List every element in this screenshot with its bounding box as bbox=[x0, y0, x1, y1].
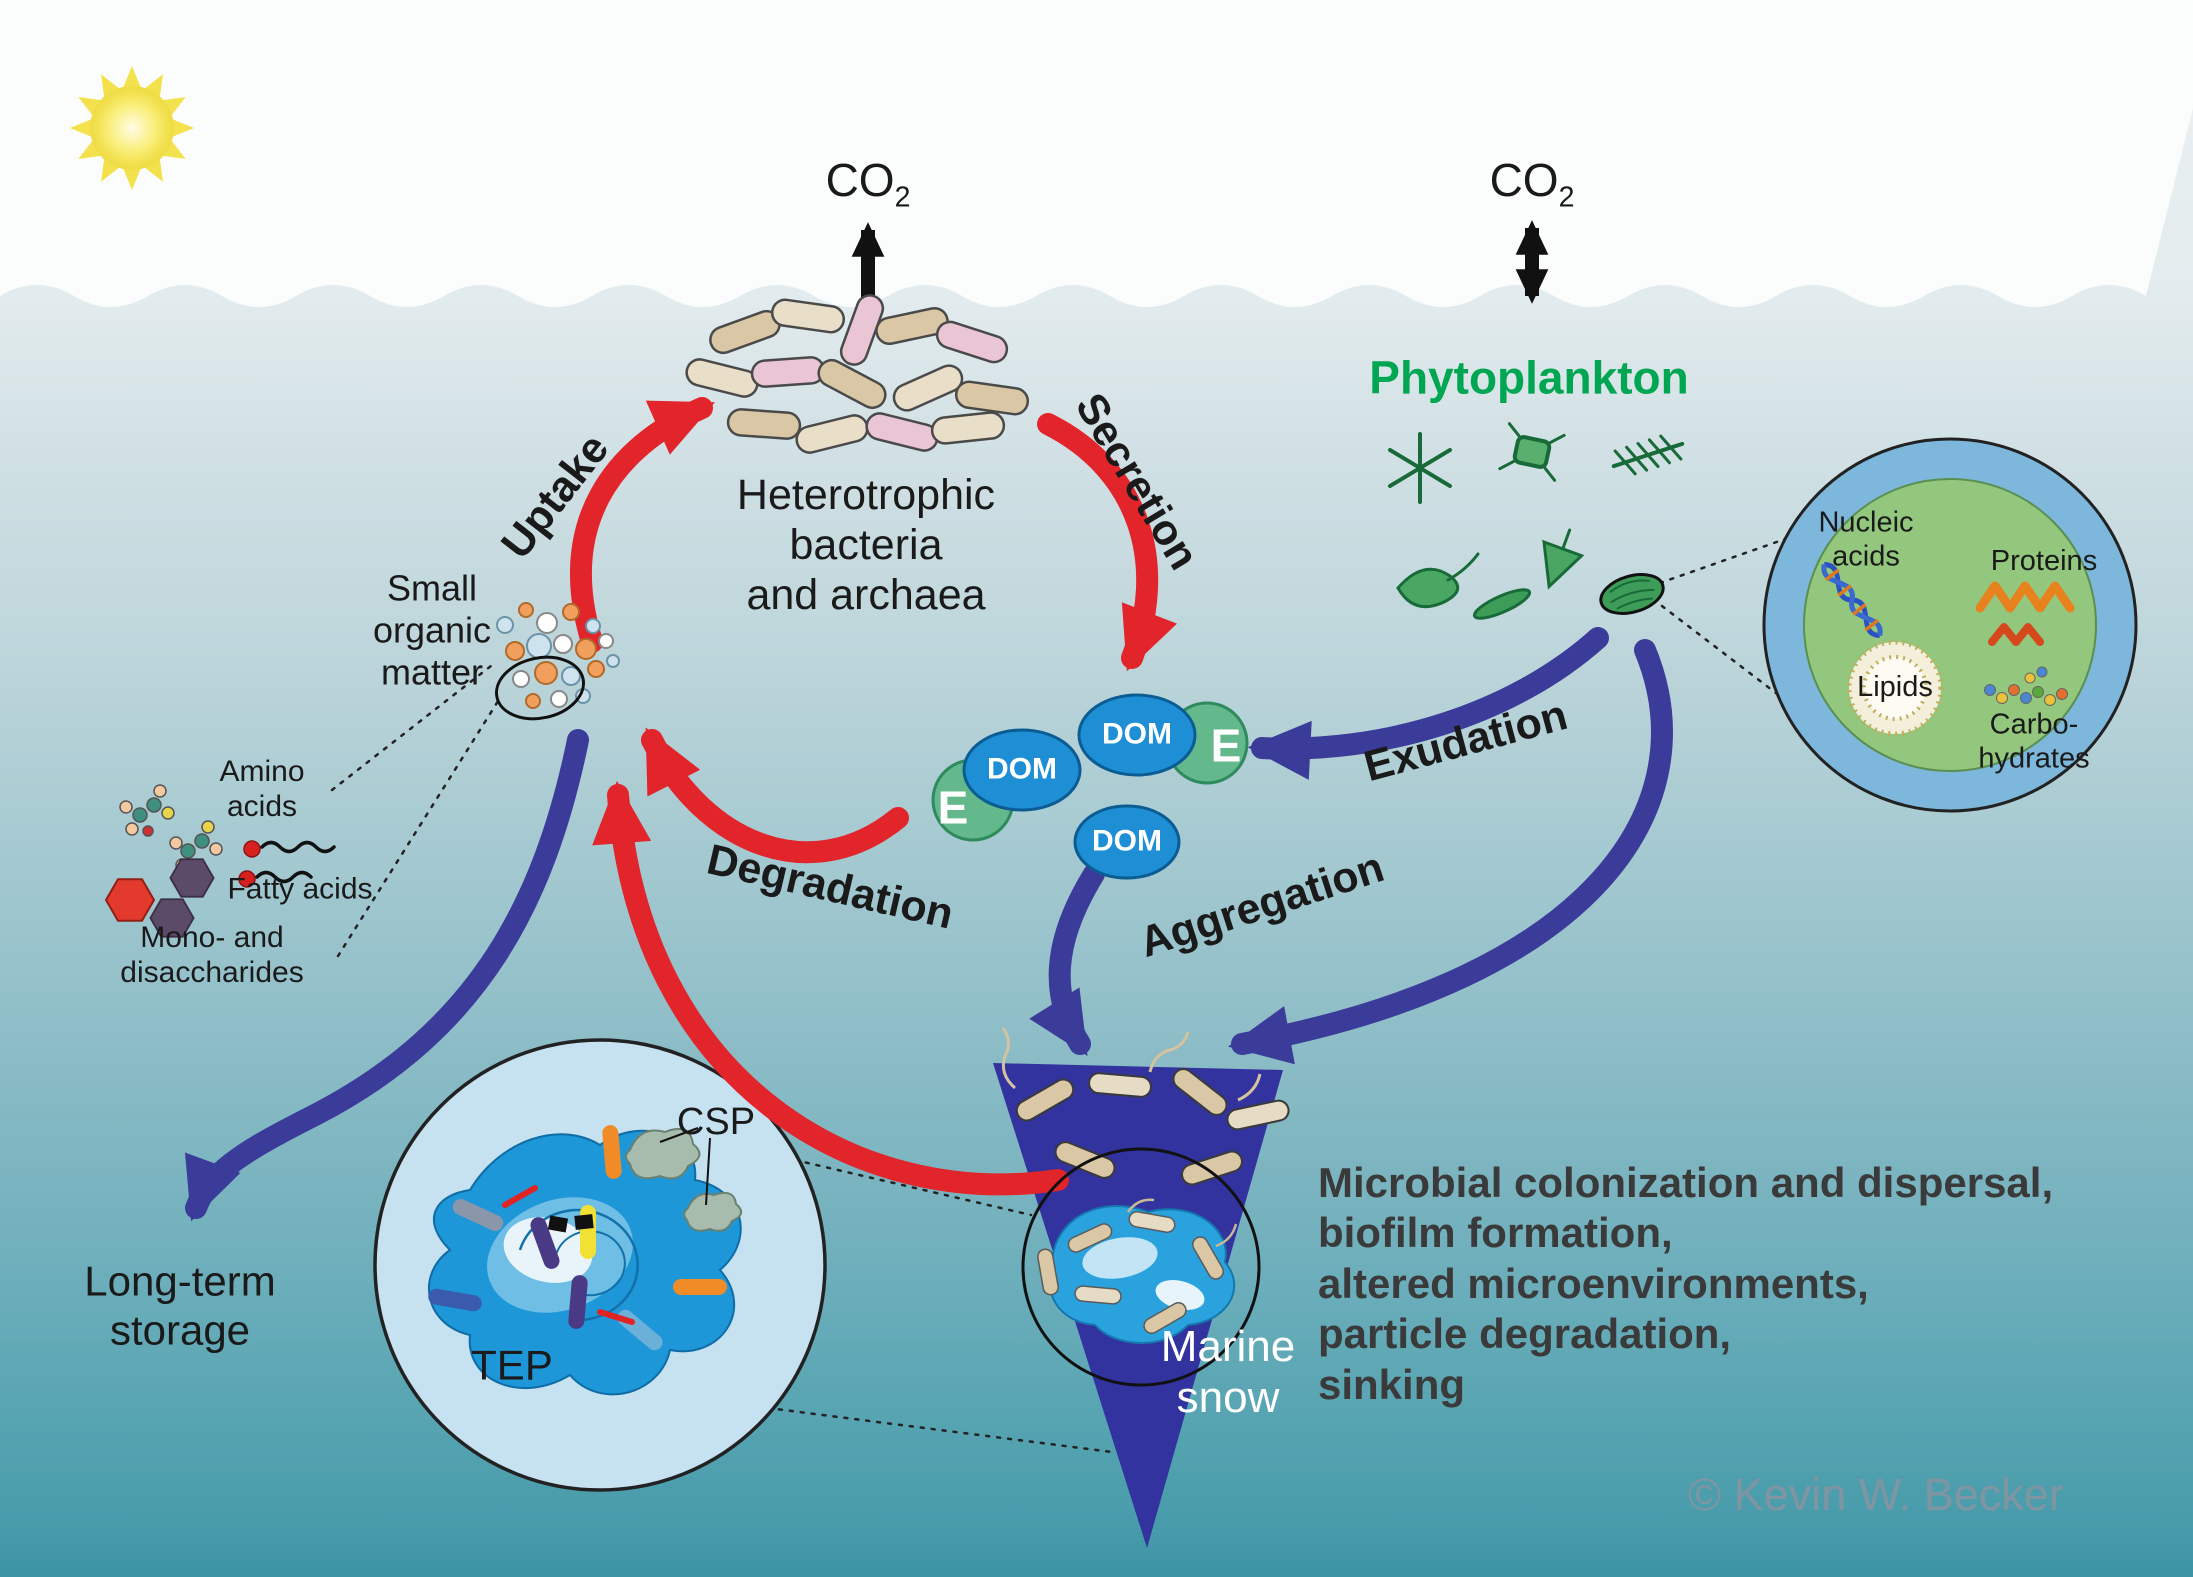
csp-blob-2 bbox=[683, 1191, 743, 1232]
tep-label: TEP bbox=[471, 1341, 553, 1389]
phyto-aggregation-arrow bbox=[1228, 639, 1673, 1065]
secretion-arrow bbox=[1037, 413, 1177, 672]
bacteria-cluster bbox=[682, 290, 1031, 457]
small-organic-matter-label: Small organic matter bbox=[372, 567, 492, 692]
phytoplankton-cells bbox=[1388, 422, 1685, 620]
dom-label-3: DOM bbox=[1092, 824, 1162, 858]
copyright-text: © Kevin W. Becker bbox=[1688, 1469, 2064, 1520]
csp-blob-1 bbox=[625, 1128, 701, 1180]
water-surface-wave bbox=[0, 0, 2193, 307]
dom-label-2: DOM bbox=[1102, 717, 1172, 751]
dom-aggregation-arrow bbox=[1029, 863, 1105, 1057]
enzyme-label-1: E bbox=[937, 781, 969, 834]
small-organic-matter-cluster bbox=[495, 602, 620, 721]
carbohydrates-label: Carbo- hydrates bbox=[1978, 708, 2090, 774]
blue-arrows bbox=[185, 627, 1673, 1222]
lipids-label: Lipids bbox=[1857, 671, 1933, 704]
funnel-bacteria-rods bbox=[1001, 1027, 1292, 1189]
proteins-icon bbox=[1975, 581, 2075, 646]
dom-blob-2 bbox=[1077, 693, 1197, 777]
leader-lines bbox=[330, 536, 1790, 1454]
dna-icon bbox=[1821, 562, 1883, 638]
amino-acids-label: Amino acids bbox=[219, 755, 305, 823]
long-term-storage-label: Long-term storage bbox=[84, 1257, 276, 1353]
enzyme-label-2: E bbox=[1210, 719, 1242, 772]
lipid-vesicle-icon bbox=[1846, 639, 1944, 737]
cell-content-inset bbox=[1762, 437, 2138, 813]
uptake-arrow bbox=[569, 397, 715, 653]
tep-csp-inset bbox=[373, 1038, 827, 1492]
red-arrows bbox=[569, 397, 1177, 1196]
degradation-arrow bbox=[641, 727, 909, 864]
marine-snow-closeup bbox=[1021, 1147, 1261, 1387]
dom-blob-1 bbox=[962, 728, 1082, 812]
heterotrophic-bacteria-label: Heterotrophic bacteria and archaea bbox=[736, 471, 996, 619]
dom-blob-3 bbox=[1073, 804, 1181, 880]
carbohydrate-chain-icon bbox=[1984, 666, 2068, 706]
marine-snow-label: Marine snow bbox=[1160, 1321, 1296, 1422]
sun-icon bbox=[70, 66, 194, 190]
exudation-arrow bbox=[1247, 627, 1609, 780]
co2-label-right: CO2 bbox=[1489, 154, 1575, 214]
tep-bacteria-rods bbox=[427, 1124, 727, 1354]
phytoplankton-label: Phytoplankton bbox=[1369, 351, 1689, 404]
phytoplankton-cell-highlighted bbox=[1599, 573, 1665, 615]
fatty-acids-label: Fatty acids bbox=[227, 872, 373, 906]
dom-label-1: DOM bbox=[987, 752, 1057, 786]
mono-disaccharides-label: Mono- and disaccharides bbox=[120, 921, 304, 989]
co2-label-left: CO2 bbox=[825, 154, 911, 214]
amino-acids-molecules bbox=[119, 784, 223, 873]
marine-snow-effects-text: Microbial colonization and dispersal, bi… bbox=[1318, 1159, 2054, 1408]
proteins-label: Proteins bbox=[1990, 545, 2098, 578]
nucleic-acids-label: Nucleic acids bbox=[1818, 506, 1914, 572]
csp-label-lines bbox=[659, 1127, 711, 1206]
dom-enzyme-group bbox=[931, 693, 1249, 880]
csp-label: CSP bbox=[676, 1100, 756, 1143]
fatty-acids-molecules bbox=[238, 840, 336, 888]
particle-degradation-arrow bbox=[592, 780, 1069, 1196]
long-term-storage-arrow bbox=[185, 729, 589, 1222]
